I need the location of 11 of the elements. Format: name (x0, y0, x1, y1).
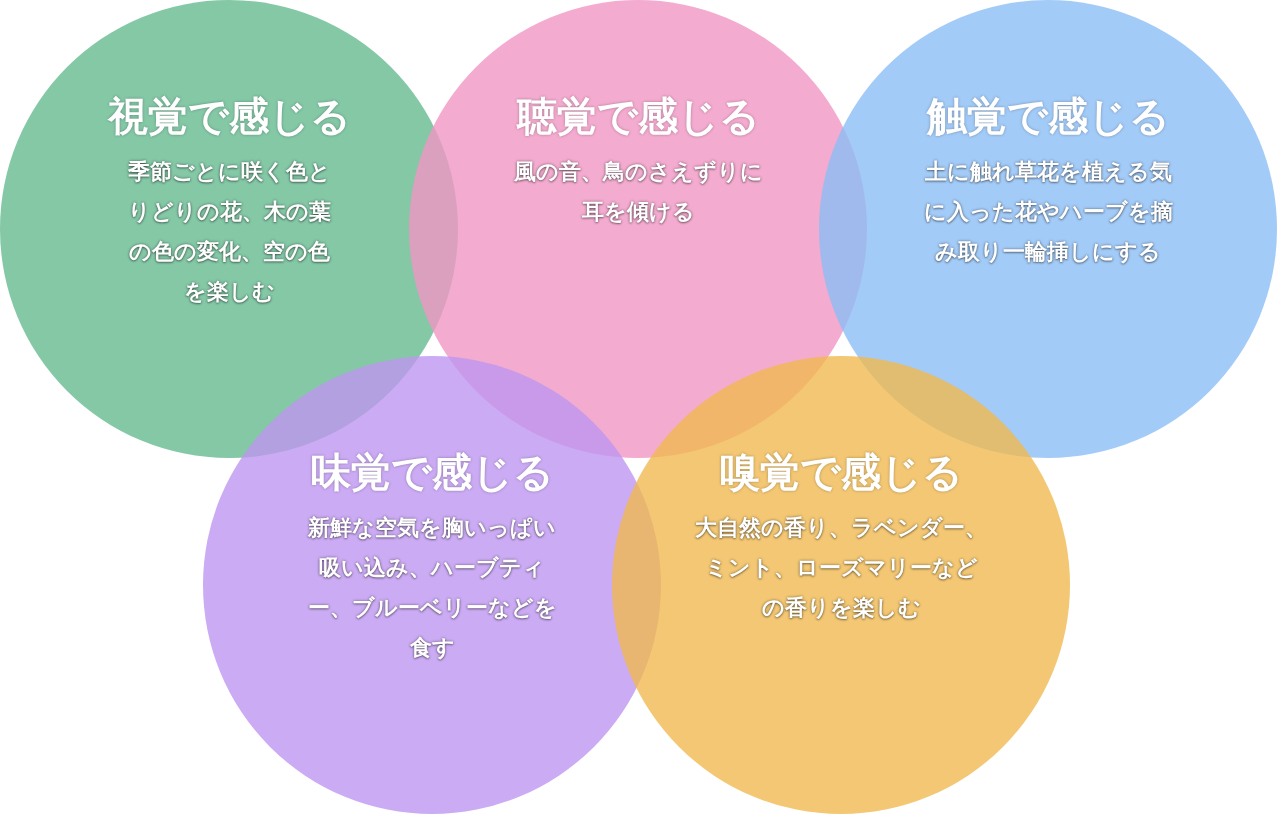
circle-text: 季節ごとに咲く色とりどりの花、木の葉の色の変化、空の色を楽しむ (126, 158, 332, 306)
circle-text: 風の音、鳥のさえずりに耳を傾ける (513, 158, 763, 226)
circle-text: 大自然の香り、ラベンダー、ミント、ローズマリーなどの香りを楽しむ (694, 514, 988, 622)
circle-text: 土に触れ草花を植える気に入った花やハーブを摘み取り一輪挿しにする (923, 158, 1173, 266)
circle-heading: 視覚で感じる (107, 92, 351, 140)
circle-text: 新鮮な空気を胸いっぱい吸い込み、ハーブティー、ブルーベリーなどを食す (307, 514, 557, 662)
venn-circle (612, 356, 1070, 814)
circle-heading: 触覚で感じる (926, 92, 1170, 140)
circle-heading: 聴覚で感じる (516, 92, 760, 140)
circle-heading: 嗅覚で感じる (719, 448, 963, 496)
circle-heading: 味覚で感じる (310, 448, 554, 496)
